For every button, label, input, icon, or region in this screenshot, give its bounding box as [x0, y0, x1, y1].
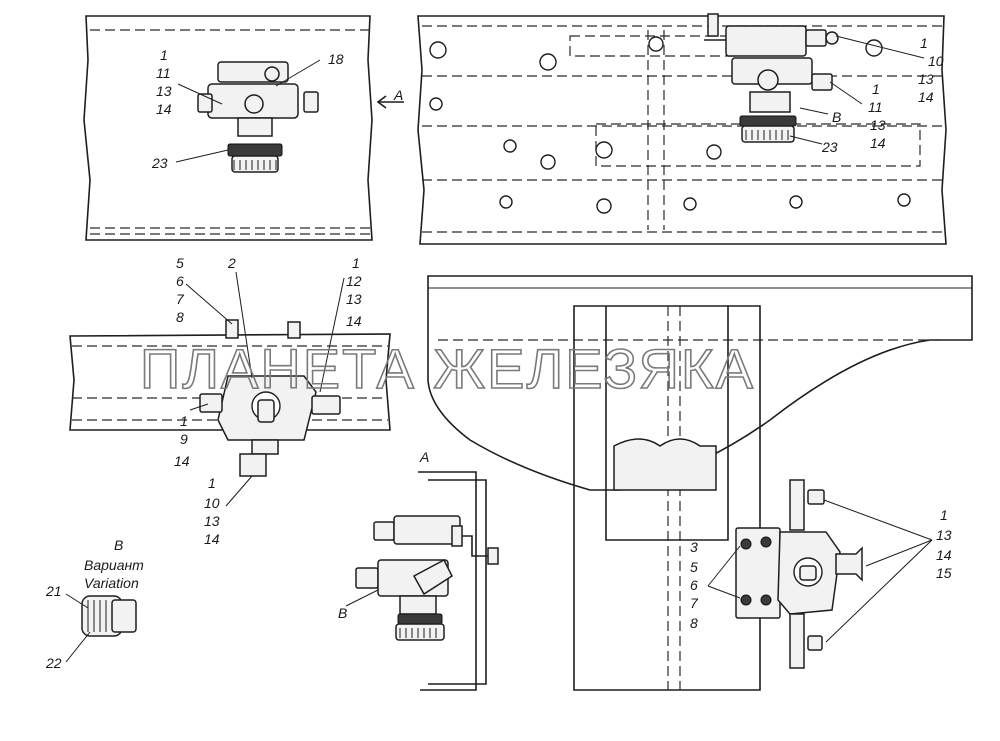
valve-assembly-top-right	[704, 13, 839, 143]
label-23: 23	[151, 155, 168, 171]
label-1: 1	[872, 81, 880, 97]
label-6: 6	[176, 273, 184, 289]
view-a	[345, 471, 499, 691]
label-1: 1	[940, 507, 948, 523]
view-a-arrow	[376, 95, 404, 109]
watermark-text: ПЛАНЕТА ЖЕЛЕЗЯКА	[140, 337, 755, 400]
valve-assembly-top-left	[197, 61, 319, 173]
label-b: B	[338, 605, 347, 621]
cross-member	[69, 333, 391, 431]
label-10: 10	[928, 53, 944, 69]
valve-assembly-view-a	[355, 515, 499, 641]
label-3: 3	[690, 539, 698, 555]
label-7: 7	[176, 291, 185, 307]
label-18: 18	[328, 51, 344, 67]
label-1: 1	[352, 255, 360, 271]
label-1: 1	[160, 47, 168, 63]
top-left-view	[83, 15, 404, 241]
label-1: 1	[920, 35, 928, 51]
label-7: 7	[690, 595, 699, 611]
frame-rail-side	[417, 15, 947, 245]
valve-assembly-middle-left	[199, 319, 341, 477]
valve-assembly-bottom-right	[735, 479, 863, 669]
label-6: 6	[690, 577, 698, 593]
label-21: 21	[45, 583, 62, 599]
label-23: 23	[821, 139, 838, 155]
label-12: 12	[346, 273, 362, 289]
label-14: 14	[156, 101, 172, 117]
label-14: 14	[204, 531, 220, 547]
label-8: 8	[176, 309, 184, 325]
label-13: 13	[346, 291, 362, 307]
label-variation-en: Variation	[84, 575, 139, 591]
label-5: 5	[690, 559, 698, 575]
callout-labels: 1 11 13 14 18 23 A 1 10 13 14 1 11 13 14…	[45, 35, 952, 671]
label-variation-ru: Вариант	[84, 557, 144, 573]
label-b: B	[832, 109, 841, 125]
bottom-right-view	[427, 275, 973, 691]
label-22: 22	[45, 655, 62, 671]
label-9: 9	[180, 431, 188, 447]
frame-rail-outline	[83, 15, 373, 241]
label-14: 14	[870, 135, 886, 151]
label-11: 11	[868, 99, 883, 115]
label-11: 11	[156, 65, 171, 81]
label-view-a-title: A	[419, 449, 429, 465]
view-b-variation	[65, 593, 137, 663]
vertical-bracket	[573, 305, 761, 691]
top-right-view	[417, 13, 947, 245]
label-14: 14	[346, 313, 362, 329]
label-13: 13	[918, 71, 934, 87]
label-1: 1	[180, 413, 188, 429]
label-14: 14	[918, 89, 934, 105]
label-view-b-title: B	[114, 537, 123, 553]
label-2: 2	[227, 255, 236, 271]
label-8: 8	[690, 615, 698, 631]
label-13: 13	[870, 117, 886, 133]
label-10: 10	[204, 495, 220, 511]
label-view-a-arrow: A	[393, 87, 403, 103]
label-14: 14	[174, 453, 190, 469]
label-1: 1	[208, 475, 216, 491]
label-13: 13	[936, 527, 952, 543]
label-13: 13	[204, 513, 220, 529]
label-13: 13	[156, 83, 172, 99]
label-14: 14	[936, 547, 952, 563]
label-5: 5	[176, 255, 184, 271]
label-15: 15	[936, 565, 952, 581]
middle-left-view	[69, 271, 391, 507]
